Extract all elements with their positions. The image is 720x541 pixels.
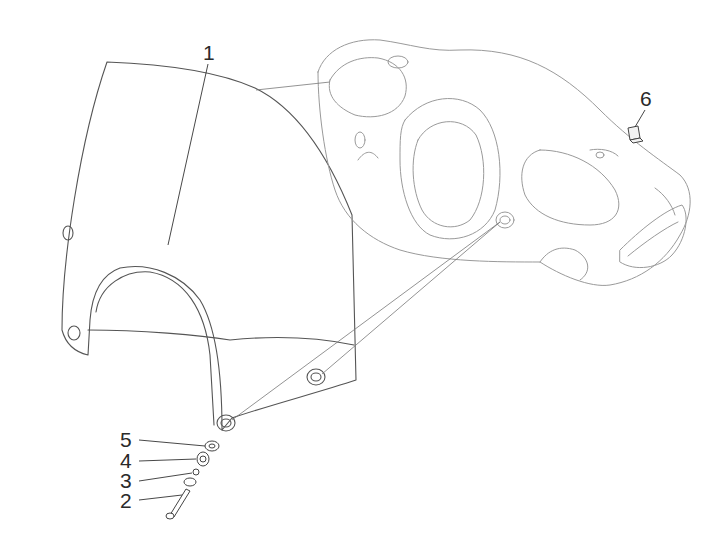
mounting-hole: [68, 326, 80, 340]
handlebar-cover: [318, 40, 690, 286]
windshield-arch-inner: [96, 272, 214, 425]
mounting-hole: [307, 369, 325, 385]
callout-number: 3: [120, 470, 132, 491]
callout-number: 6: [640, 88, 652, 109]
fastener-set: [166, 441, 219, 519]
clip-part: [628, 126, 643, 143]
callout-number: 1: [203, 42, 215, 63]
callout-number: 5: [120, 429, 132, 450]
windshield-outline: [62, 62, 356, 430]
leader-line: [139, 64, 645, 500]
mounting-hole: [311, 373, 321, 381]
callout-number: 2: [120, 490, 132, 511]
windshield-lower-band: [88, 330, 354, 345]
mounting-hole: [63, 226, 73, 240]
callout-number: 4: [120, 450, 132, 471]
assembly-line: [232, 82, 500, 420]
mounting-hole: [221, 419, 231, 427]
mounting-hole: [217, 415, 235, 431]
